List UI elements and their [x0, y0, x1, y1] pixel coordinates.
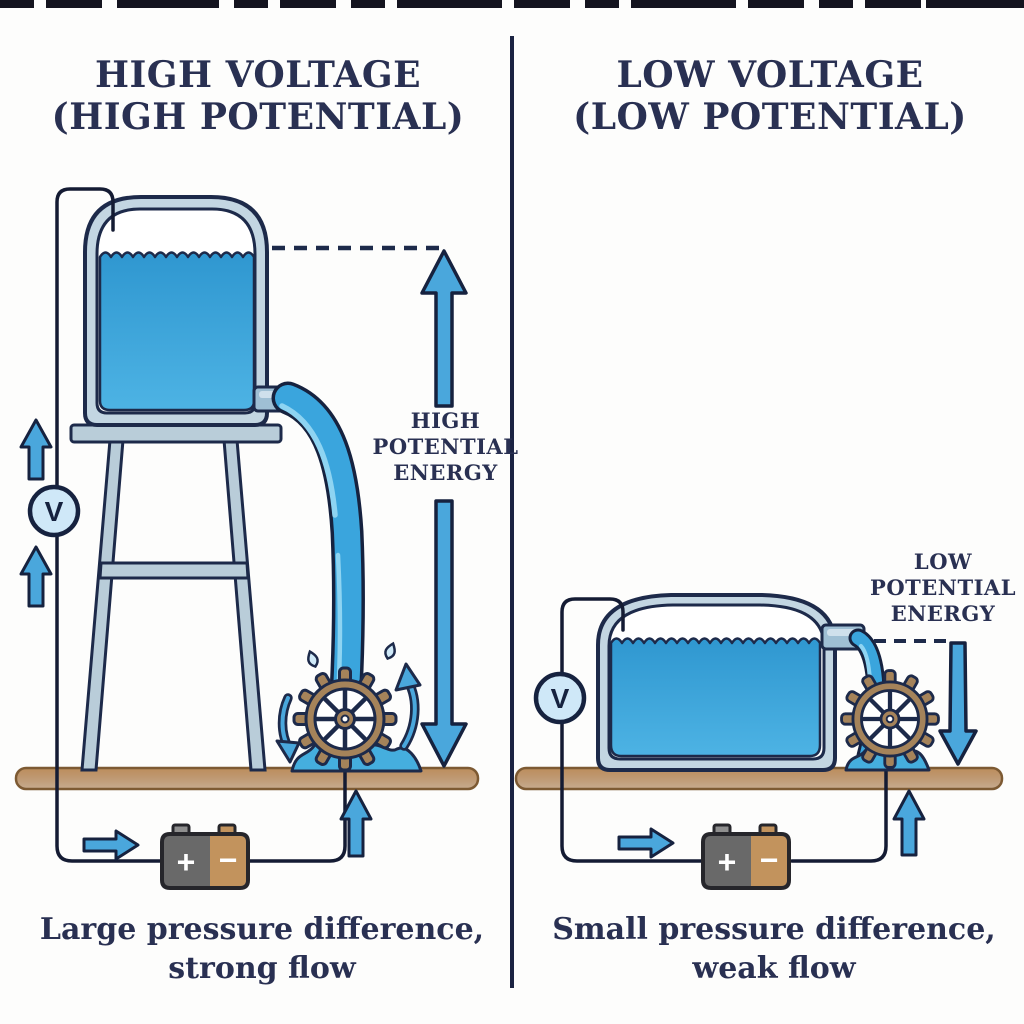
ground-left	[14, 766, 480, 791]
tank-stand	[69, 423, 283, 772]
water-stream-strong	[271, 381, 365, 729]
left-panel-graphics: V + −	[14, 187, 480, 890]
water-wheel-icon-right	[842, 671, 939, 768]
current-arrows-bottom-left	[82, 789, 373, 861]
cropped-text-artifact	[0, 0, 1024, 8]
title-line: (LOW POTENTIAL)	[573, 96, 967, 138]
voltmeter-right: V	[533, 671, 587, 725]
voltmeter-left: V	[27, 484, 81, 538]
battery-negative-left: −	[219, 842, 238, 878]
low-potential-energy-label: LOW POTENTIAL ENERGY	[870, 549, 1016, 626]
left-panel-title: HIGH VOLTAGE (HIGH POTENTIAL)	[38, 54, 478, 138]
current-arrows-bottom-right	[617, 789, 926, 859]
voltmeter-label-left: V	[45, 496, 64, 527]
water-tank-low	[596, 593, 837, 772]
potential-down-arrow	[420, 499, 468, 768]
battery-positive-right: +	[718, 844, 737, 880]
high-potential-energy-label: HIGH POTENTIAL ENERGY	[372, 408, 519, 485]
title-line: LOW VOLTAGE	[616, 54, 924, 96]
potential-up-arrow	[420, 249, 468, 408]
right-panel-caption: Small pressure difference, weak flow	[552, 912, 996, 986]
battery-right: + −	[701, 823, 791, 890]
water-fill	[609, 637, 822, 758]
right-panel-title: LOW VOLTAGE (LOW POTENTIAL)	[550, 54, 990, 138]
low-potential-down-arrow	[938, 641, 978, 766]
panel-divider	[510, 36, 514, 988]
rotation-arrows	[275, 662, 422, 764]
water-droplets-left	[307, 641, 396, 669]
battery-left: + −	[160, 823, 250, 890]
water-fill	[98, 251, 256, 412]
current-arrows-left-wire	[19, 418, 53, 608]
voltmeter-label-right: V	[551, 683, 570, 714]
title-line: (HIGH POTENTIAL)	[51, 96, 465, 138]
battery-positive-left: +	[177, 844, 196, 880]
title-line: HIGH VOLTAGE	[94, 54, 422, 96]
right-panel-graphics: V + −	[514, 593, 1004, 890]
battery-negative-right: −	[760, 842, 779, 878]
circuit-wire-right	[560, 597, 888, 863]
left-panel-caption: Large pressure difference, strong flow	[39, 912, 485, 986]
circuit-wire-left	[55, 187, 347, 863]
